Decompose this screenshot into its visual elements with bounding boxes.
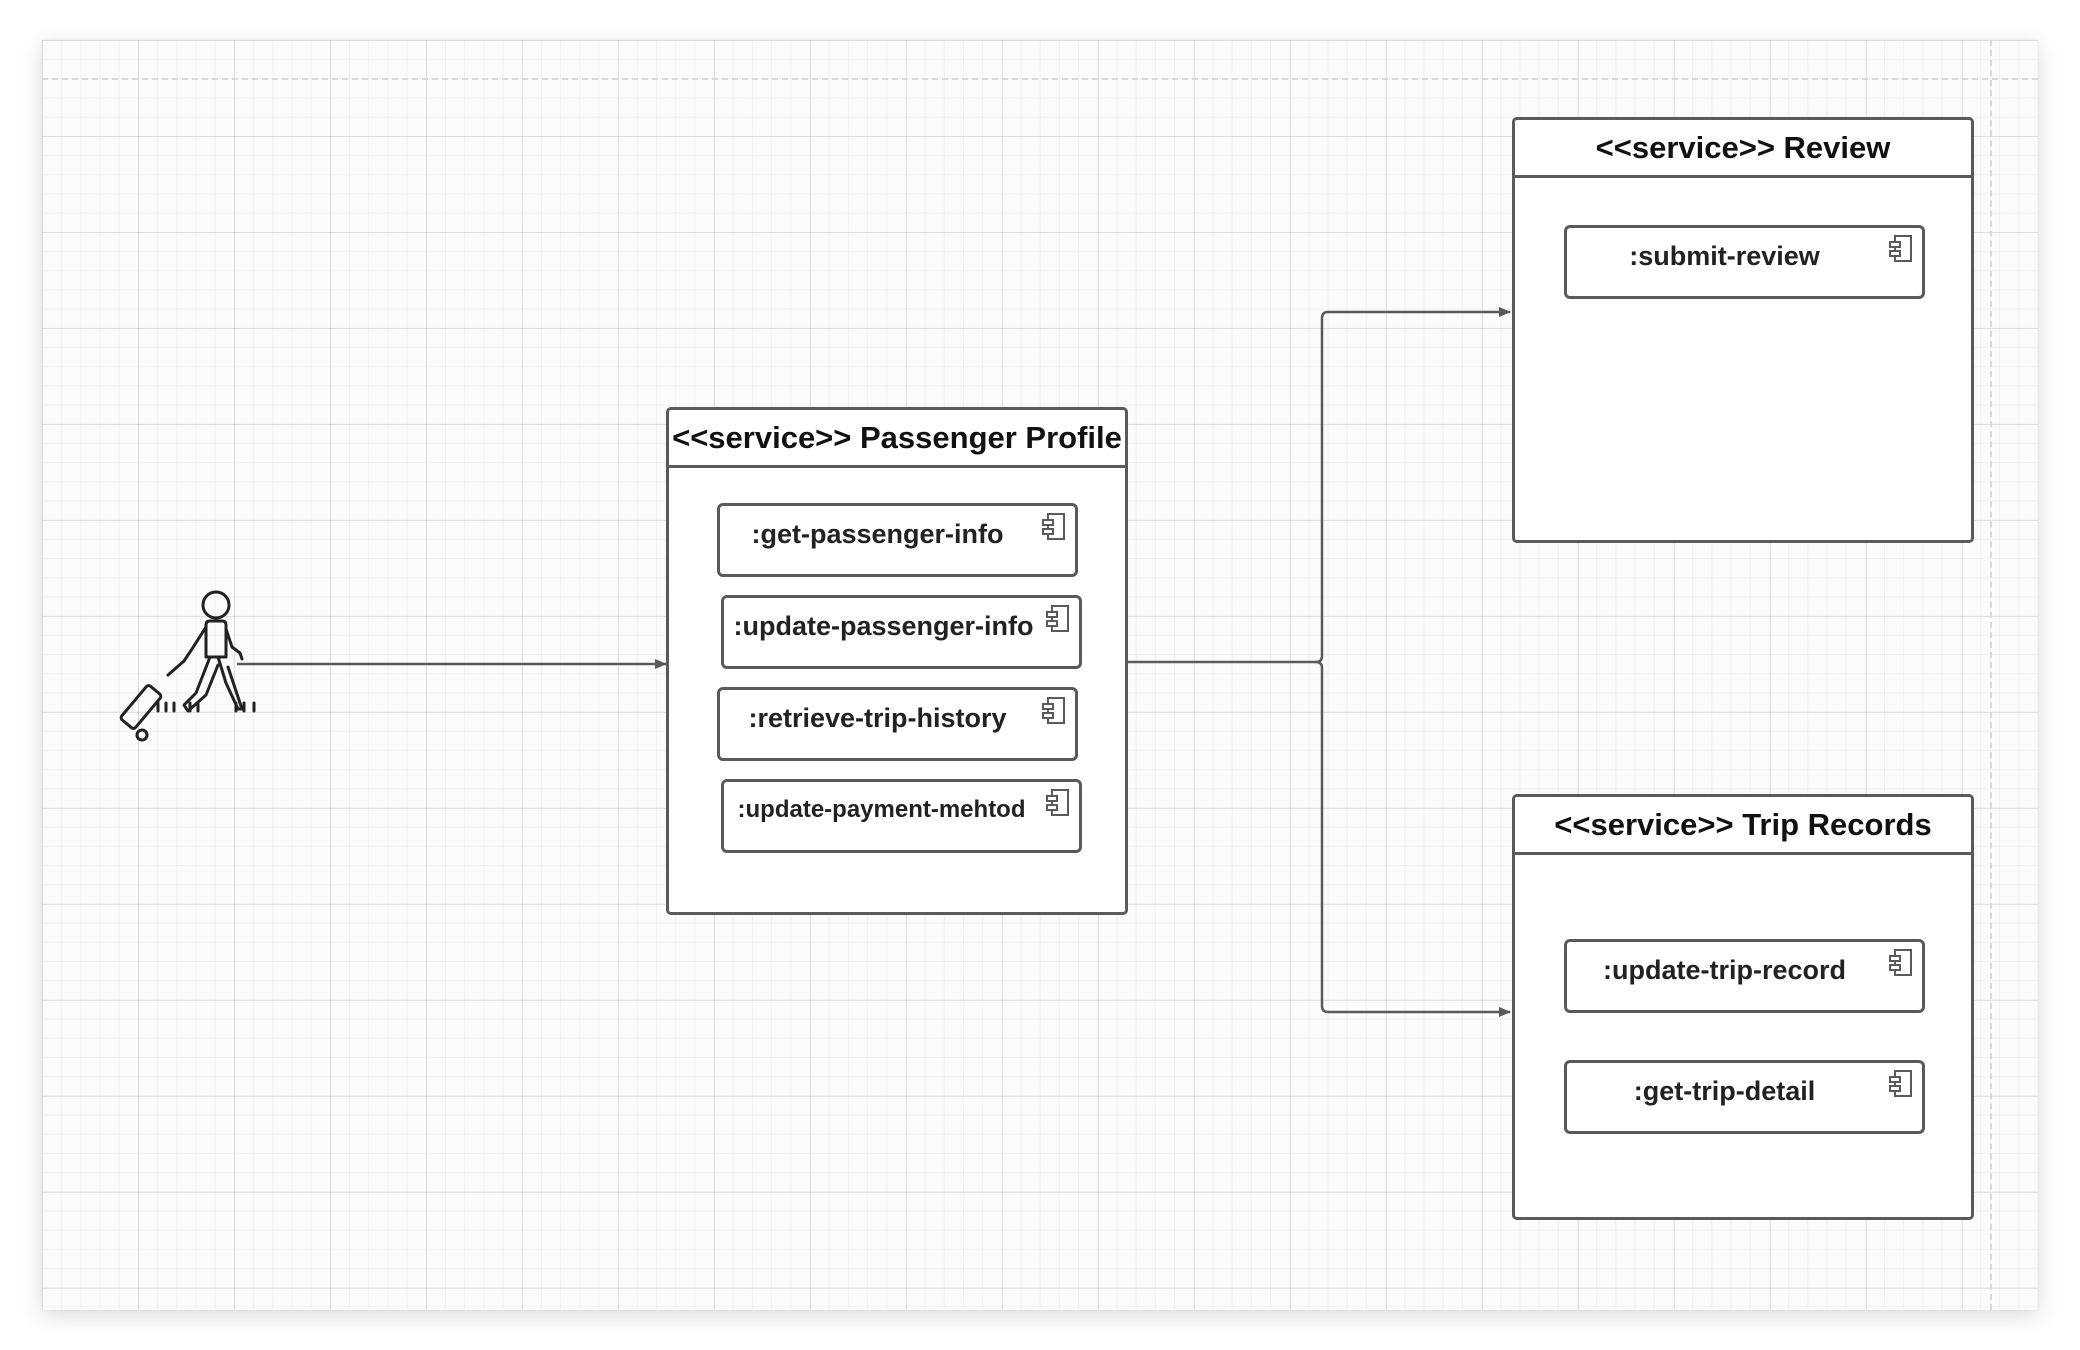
page-boundary-right [1990,40,1992,1310]
component-label: :update-passenger-info [733,610,1034,641]
service-title: <<service>> Trip Records [1515,797,1971,855]
component-label: :get-trip-detail [1633,1075,1816,1106]
component-icon [1889,1070,1912,1097]
service-review[interactable]: <<service>> Review :submit-review [1512,117,1974,543]
component-label: :retrieve-trip-history [748,702,1007,733]
component-update-passenger-info[interactable]: :update-passenger-info [721,595,1082,669]
connector-passenger-profile-to-review[interactable] [1128,307,1511,664]
component-label: :update-payment-mehtod [737,796,1026,823]
component-label: :get-passenger-info [751,518,1004,549]
connector-passenger-profile-to-trip-records[interactable] [1315,660,1511,1017]
component-get-passenger-info[interactable]: :get-passenger-info [717,503,1078,577]
page-boundary-top [42,78,2038,80]
service-passenger-profile[interactable]: <<service>> Passenger Profile :get-passe… [666,407,1128,915]
component-icon [1889,949,1912,976]
component-get-trip-detail[interactable]: :get-trip-detail [1564,1060,1925,1134]
traveler-with-luggage-icon[interactable] [114,585,274,785]
diagram-canvas: <<service>> Passenger Profile :get-passe… [42,40,2038,1310]
component-icon [1042,513,1065,540]
component-update-trip-record[interactable]: :update-trip-record [1564,939,1925,1013]
service-title: <<service>> Review [1515,120,1971,178]
component-icon [1042,697,1065,724]
component-icon [1046,789,1069,816]
component-update-payment-mehtod[interactable]: :update-payment-mehtod [721,779,1082,853]
component-submit-review[interactable]: :submit-review [1564,225,1925,299]
component-label: :submit-review [1629,240,1820,271]
component-retrieve-trip-history[interactable]: :retrieve-trip-history [717,687,1078,761]
service-title: <<service>> Passenger Profile [669,410,1125,468]
component-icon [1046,605,1069,632]
component-label: :update-trip-record [1603,954,1846,985]
connectors-layer [237,307,1511,1017]
service-trip-records[interactable]: <<service>> Trip Records :update-trip-re… [1512,794,1974,1220]
component-icon [1889,235,1912,262]
